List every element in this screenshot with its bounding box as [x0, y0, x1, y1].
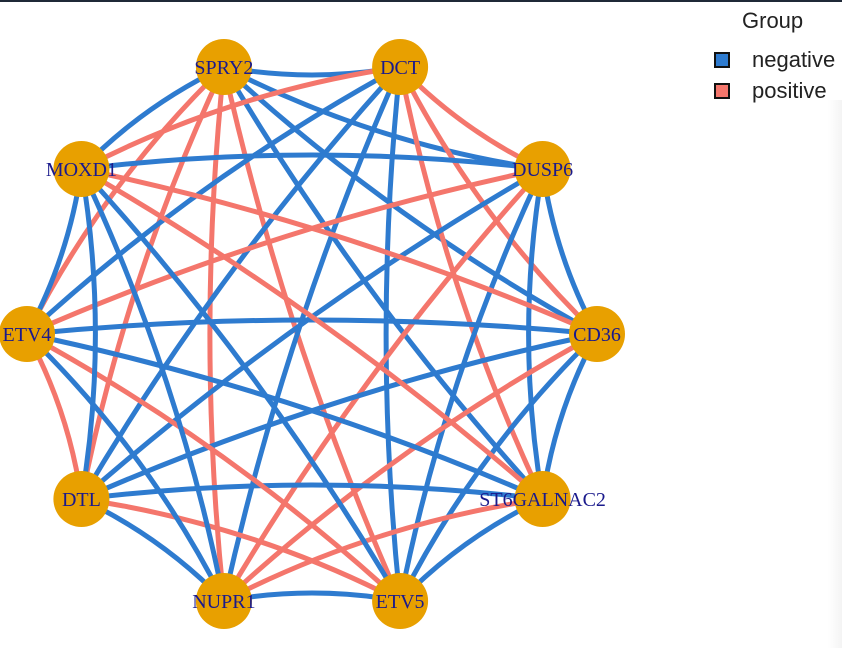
edge-dtl-moxd1: [78, 166, 98, 502]
edge-dct-st6galnac2: [397, 64, 546, 502]
node-label: NUPR1: [192, 591, 255, 613]
edge-spry2-st6galnac2: [221, 64, 546, 502]
edges-layer: [24, 64, 600, 604]
edge-cd36-moxd1: [78, 166, 600, 337]
node-nupr1: NUPR1: [192, 573, 256, 629]
node-label: ETV5: [376, 591, 425, 613]
node-circle: [514, 141, 571, 197]
node-cd36: CD36: [569, 306, 625, 362]
edge-etv5-dtl: [78, 496, 403, 604]
side-panel-edge: [828, 100, 842, 648]
node-label: DUSP6: [512, 159, 573, 181]
edge-etv5-etv4: [24, 331, 403, 604]
node-circle: [569, 306, 625, 362]
node-label: SPRY2: [194, 57, 253, 79]
edge-spry2-dtl: [78, 64, 227, 502]
edge-dusp6-dtl: [78, 166, 546, 502]
legend-swatch-positive: [714, 82, 730, 99]
legend-label-positive: positive: [752, 77, 827, 103]
node-st6galnac2: ST6GALNAC2: [479, 471, 606, 527]
edge-spry2-dusp6: [221, 64, 546, 172]
edge-dct-etv4: [24, 64, 403, 337]
node-label: CD36: [573, 324, 621, 346]
legend-swatch-negative: [714, 51, 730, 68]
edge-st6galnac2-nupr1: [221, 496, 546, 604]
legend-title: Group: [742, 8, 804, 33]
edge-dusp6-st6galnac2: [526, 166, 546, 502]
node-circle: [372, 39, 429, 95]
edge-dusp6-etv5: [397, 166, 546, 604]
edge-dct-moxd1: [78, 64, 403, 172]
node-etv4: ETV4: [0, 306, 55, 362]
edge-cd36-nupr1: [221, 331, 600, 604]
edge-spry2-cd36: [221, 64, 600, 337]
edge-st6galnac2-etv4: [24, 331, 546, 502]
node-etv5: ETV5: [372, 573, 429, 629]
node-circle: [53, 141, 110, 197]
edge-nupr1-etv4: [24, 331, 227, 604]
edge-spry2-etv5: [221, 64, 403, 604]
node-dct: DCT: [372, 39, 429, 95]
node-circle: [195, 573, 252, 629]
edge-etv5-moxd1: [78, 166, 403, 604]
edge-dct-nupr1: [221, 64, 403, 604]
edge-dct-etv5: [383, 64, 403, 604]
legend-item-negative: negative: [706, 44, 842, 75]
edge-dct-cd36: [397, 64, 600, 337]
node-circle: [514, 471, 571, 527]
legend-label-negative: negative: [752, 46, 836, 72]
node-circle: [0, 306, 55, 362]
node-dtl: DTL: [53, 471, 110, 527]
legend: Group negative positive: [706, 8, 842, 106]
window-top-border: [0, 0, 842, 2]
node-dusp6: DUSP6: [512, 141, 573, 197]
node-label: DTL: [62, 489, 101, 511]
edge-cd36-etv5: [397, 331, 600, 604]
node-moxd1: MOXD1: [46, 141, 117, 197]
edge-cd36-etv4: [24, 317, 600, 337]
node-circle: [372, 573, 429, 629]
node-label: ST6GALNAC2: [479, 489, 606, 511]
edge-nupr1-moxd1: [78, 166, 227, 604]
edge-st6galnac2-moxd1: [78, 166, 546, 502]
edge-dusp6-moxd1: [78, 152, 546, 172]
edge-cd36-dtl: [78, 331, 600, 502]
node-label: DCT: [380, 57, 420, 79]
legend-item-positive: positive: [706, 75, 842, 106]
edge-dusp6-nupr1: [221, 166, 546, 604]
node-spry2: SPRY2: [194, 39, 253, 95]
edge-st6galnac2-dtl: [78, 482, 546, 502]
node-label: ETV4: [3, 324, 52, 346]
node-circle: [195, 39, 252, 95]
node-circle: [53, 471, 110, 527]
node-label: MOXD1: [46, 159, 117, 181]
